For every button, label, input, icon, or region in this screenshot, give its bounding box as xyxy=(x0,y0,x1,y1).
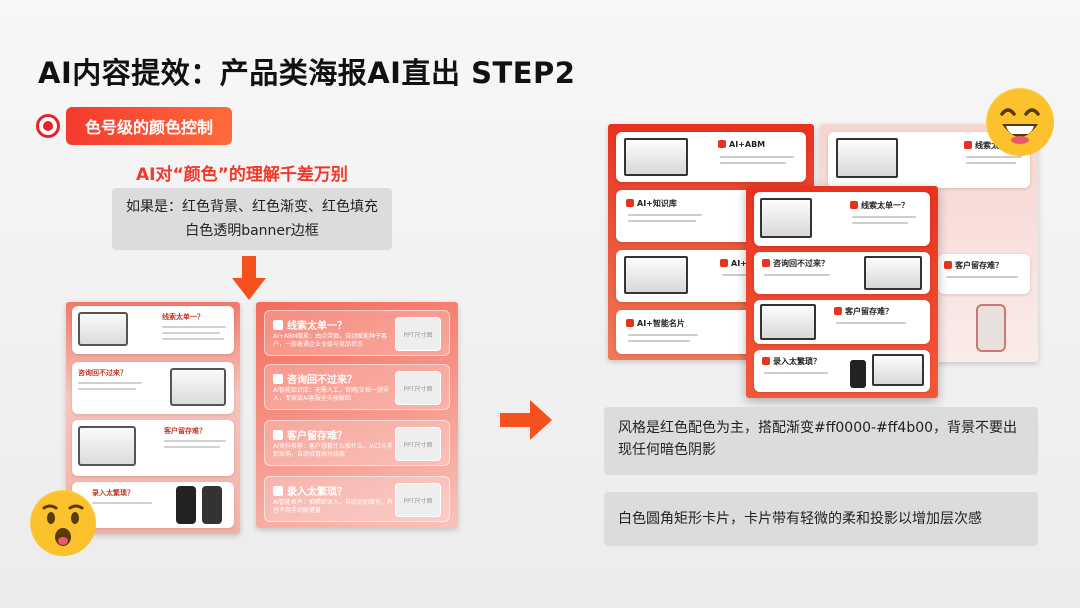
poster-a-card-title: 咨询回不过来？ xyxy=(78,369,127,377)
poster-e-card: 录入太繁琐？ xyxy=(754,350,930,392)
poster-a-card: 线索太单一？ xyxy=(72,306,234,354)
poster-b-card-title: 线索太单一？ xyxy=(287,321,347,332)
poster-a-card: 客户留存难？ xyxy=(72,420,234,476)
poster-e-card: 线索太单一？ xyxy=(754,192,930,246)
poster-e-card: 客户留存难？ xyxy=(754,300,930,344)
target-icon xyxy=(36,114,60,138)
poster-b-card: 客户留存难？ AI资料推荐：客户想看什么推什么，从口头手到采购，自动培育高分线索… xyxy=(264,420,450,466)
poster-b-card-thumb: PPT尺寸图 xyxy=(395,427,441,461)
poster-e-card: 咨询回不过来？ xyxy=(754,252,930,294)
poster-b-card: 咨询回不过来？ AI智能知识库：无需人工，官网/文档一键导入，专家级AI客服全天… xyxy=(264,364,450,410)
right-note-color: 风格是红色配色为主，搭配渐变#ff0000-#ff4b00，背景不要出现任何暗色… xyxy=(604,407,1038,475)
poster-b-card-thumb: PPT尺寸图 xyxy=(395,371,441,405)
left-note-line2: 白色透明banner边框 xyxy=(185,223,319,239)
poster-e-card-title: 线索太单一？ xyxy=(861,201,909,210)
happy-emoji-icon xyxy=(986,88,1054,156)
poster-d-card: 客户留存难？ xyxy=(938,254,1030,294)
page-title: AI内容提效：产品类海报AI直出 STEP2 xyxy=(38,56,576,90)
poster-e-card-title: 咨询回不过来？ xyxy=(773,259,829,268)
right-arrow-icon xyxy=(500,400,552,440)
section-pill: 色号级的颜色控制 xyxy=(66,107,232,145)
poster-c-card-title: AI+知识库 xyxy=(637,199,677,208)
left-subtitle: AI对“颜色”的理解千差万别 xyxy=(136,165,348,185)
poster-a-card: 咨询回不过来？ xyxy=(72,362,234,414)
poster-e-image: 线索太单一？ 咨询回不过来？ 客户留存难？ 录入太繁琐？ xyxy=(746,186,938,398)
down-arrow-icon xyxy=(232,256,266,300)
poster-b-card-thumb: PPT尺寸图 xyxy=(395,317,441,351)
poster-b-card-title: 咨询回不过来？ xyxy=(287,375,357,386)
poster-b-card-body: AI+ABM赋能：由点带面，自动赋能种子客户，一般着遇企业全级与竞品状态 xyxy=(273,333,388,348)
poster-a-card-title: 线索太单一？ xyxy=(162,313,204,321)
left-note-line1: 如果是：红色背景、红色渐变、红色填充 xyxy=(126,199,378,215)
right-note-card: 白色圆角矩形卡片，卡片带有轻微的柔和投影以增加层次感 xyxy=(604,492,1038,546)
poster-b-card-body: AI资料推荐：客户想看什么推什么，从口头手到采购，自动培育高分线索 xyxy=(273,443,393,458)
poster-a-image: 线索太单一？ 咨询回不过来？ 客户留存难？ 录入太繁琐？ xyxy=(66,302,240,534)
poster-b-card-title: 录入太繁琐？ xyxy=(287,487,347,498)
poster-d-card-title: 客户留存难？ xyxy=(955,261,1003,270)
poster-b-card-thumb: PPT尺寸图 xyxy=(395,483,441,517)
poster-b-card-body: AI智能知识库：无需人工，官网/文档一键导入，专家级AI客服全天候解回 xyxy=(273,387,389,402)
poster-e-card-title: 客户留存难？ xyxy=(845,307,893,316)
poster-b-image: 线索太单一？ AI+ABM赋能：由点带面，自动赋能种子客户，一般着遇企业全级与竞… xyxy=(256,302,458,528)
poster-e-card-title: 录入太繁琐？ xyxy=(773,357,821,366)
poster-a-card: 录入太繁琐？ xyxy=(72,482,234,528)
poster-c-card-title: AI+ABM xyxy=(729,140,766,149)
shocked-emoji-icon xyxy=(30,490,96,556)
poster-b-card: 线索太单一？ AI+ABM赋能：由点带面，自动赋能种子客户，一般着遇企业全级与竞… xyxy=(264,310,450,356)
poster-d-card: 线索太单一？ xyxy=(828,132,1030,188)
left-note-box: 如果是：红色背景、红色渐变、红色填充 白色透明banner边框 xyxy=(112,188,392,250)
poster-c-card: AI+ABM xyxy=(616,132,806,182)
poster-c-card-title: AI+智能名片 xyxy=(637,319,685,328)
poster-b-card-body: AI智能名片：拍照即录入，自动识别填充，再也不用手动敲键盘 xyxy=(273,499,393,514)
poster-a-card-title: 客户留存难？ xyxy=(164,427,206,435)
poster-b-card-title: 客户留存难？ xyxy=(287,431,347,442)
poster-b-card: 录入太繁琐？ AI智能名片：拍照即录入，自动识别填充，再也不用手动敲键盘 PPT… xyxy=(264,476,450,522)
poster-a-card-title: 录入太繁琐？ xyxy=(92,489,134,497)
